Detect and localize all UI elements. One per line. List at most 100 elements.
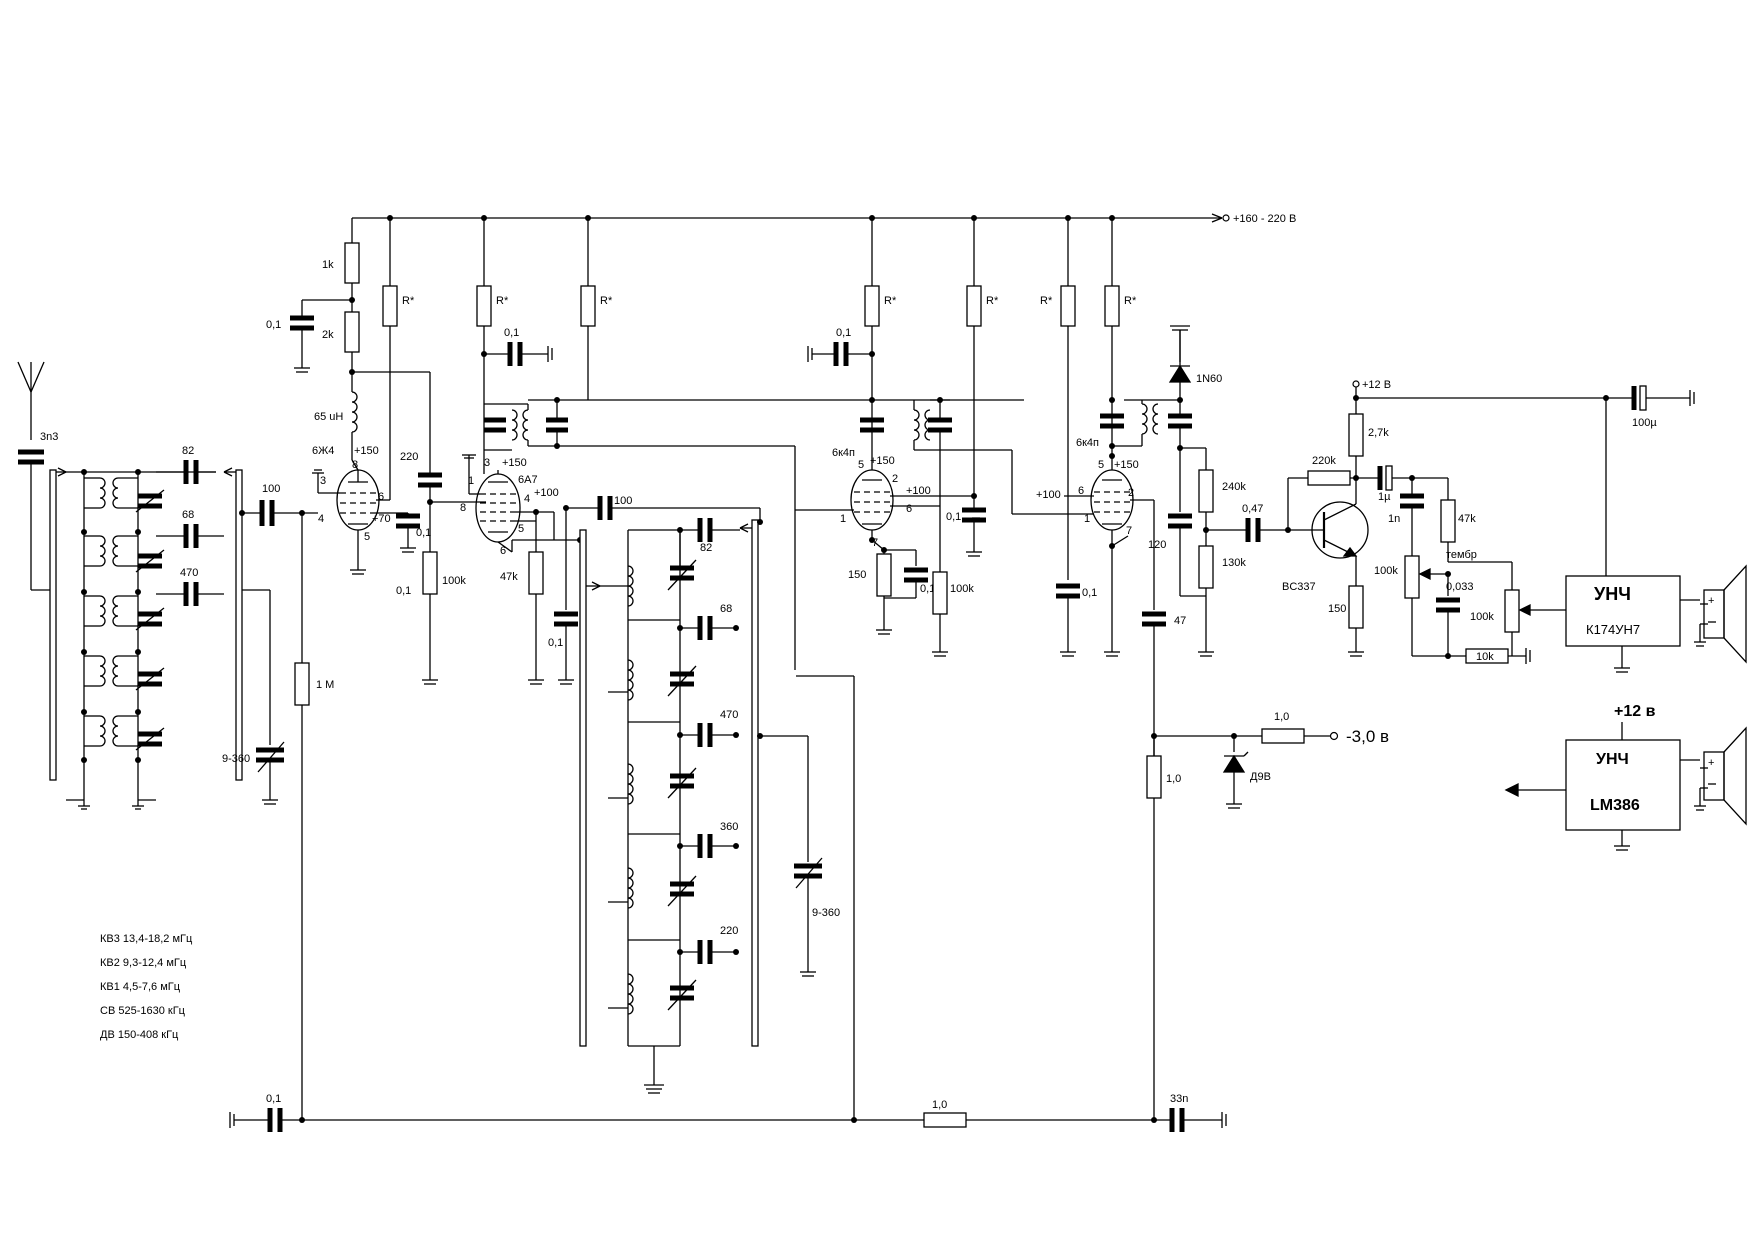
band-legend: КВ3 13,4-18,2 мГц КВ2 9,3-12,4 мГц КВ1 4… [100, 933, 193, 1041]
r-star-label: R* [1040, 295, 1053, 307]
diode-d9v-label: Д9В [1250, 771, 1271, 783]
pin-label: 2 [892, 473, 898, 485]
cap-label: 0,1 [836, 327, 851, 339]
osc-section-1: 68 [627, 530, 739, 640]
cap-label: 0,1 [1082, 587, 1097, 599]
l-65uH-label: 65 uH [314, 411, 343, 423]
amp1-chip: К174УН7 [1586, 622, 1640, 637]
voltage-label: +100 [534, 487, 559, 499]
agc-bus: 0,1 1,0 33n [229, 675, 1227, 1132]
pin-label: 5 [364, 531, 370, 543]
band-kv3: КВ3 13,4-18,2 мГц [100, 933, 193, 945]
coil-section-4 [81, 649, 165, 691]
amp2-title: УНЧ [1596, 751, 1629, 768]
pin-label: 1 [468, 475, 474, 487]
band-kv1: КВ1 4,5-7,6 мГц [100, 981, 181, 993]
band-dv: ДВ 150-408 кГц [100, 1029, 179, 1041]
tube4-circuit: R* 0,1 R* 1N60 240k 130k [1040, 218, 1296, 1120]
tube-6k4p-det-label: 6к4п [1076, 437, 1099, 449]
cap-label: 0,1 [266, 319, 281, 331]
pin-label: 2 [1128, 487, 1134, 499]
speaker-1-icon: + [1694, 564, 1747, 664]
antenna-capacitor: 3n3 [18, 431, 58, 470]
amp2-chip: LM386 [1590, 797, 1640, 814]
r-star-label: R* [496, 295, 509, 307]
variable-cap-9-360-input: 9-360 [222, 741, 285, 805]
r-47k-label: 47k [1458, 513, 1476, 525]
voltage-label: +150 [1114, 459, 1139, 471]
pin-label: 6 [1078, 485, 1084, 497]
tube-6zh4: 6Ж4 8 3 4 6 5 +150 +70 [312, 445, 391, 575]
transistor-stage: +12 В 2,7k 220k BC337 150 1µ 47k [1282, 379, 1695, 664]
amp-k174un7: УНЧ К174УН7 [1565, 575, 1700, 673]
coil-section-2 [81, 529, 165, 573]
oscillator-coil-bank: 82 68 470 [579, 518, 809, 1094]
tube3-circuit: R* 0,1 R* 0,1 150 [807, 218, 1090, 657]
supply-main-label: +160 - 220 В [1233, 213, 1296, 225]
pin-label: 6 [906, 503, 912, 515]
tube-6a7: 6А7 3 +150 1 8 4 +100 5 6 [460, 454, 559, 557]
input-coupling: 100 [239, 483, 318, 745]
antenna-cap-label: 3n3 [40, 431, 58, 443]
coil-section-1 [81, 469, 165, 513]
tube-6zh4-label: 6Ж4 [312, 445, 334, 457]
r-star-label: R* [402, 295, 415, 307]
r-150-label: 150 [1328, 603, 1346, 615]
r-100k-label: 100k [442, 575, 466, 587]
cap-1u-label: 1µ [1378, 491, 1391, 503]
cap-label: 0,1 [396, 585, 411, 597]
cap-label: 0,1 [946, 511, 961, 523]
padding-cap-470: 470 [156, 567, 224, 606]
speaker-2-icon: + [1694, 726, 1747, 826]
voltage-label: +150 [870, 455, 895, 467]
cap-470-label: 470 [180, 567, 198, 579]
r-star-label: R* [986, 295, 999, 307]
tube-6k4p-det: 6к4п 5 +150 2 +100 6 1 7 [1036, 437, 1139, 537]
pin-label: 1 [840, 513, 846, 525]
tube-6k4p-if-label: 6к4п [832, 447, 855, 459]
coil-section-5 [81, 709, 165, 763]
r-star-label: R* [1124, 295, 1137, 307]
cap-100-label: 100 [262, 483, 280, 495]
r-220k-label: 220k [1312, 455, 1336, 467]
r-27k-label: 2,7k [1368, 427, 1389, 439]
cap-label: 470 [720, 709, 738, 721]
cap-68-label: 68 [182, 509, 194, 521]
speaker-polarity: + [1708, 757, 1714, 769]
r-1M-label: 1 M [316, 679, 334, 691]
r-10-label: 1,0 [932, 1099, 947, 1111]
cap-label: 68 [720, 603, 732, 615]
cap-label: 220 [720, 925, 738, 937]
r-100k-label: 100k [1470, 611, 1494, 623]
cap-label: 0,1 [920, 583, 935, 595]
tube1-plate-circuit: 1k 0,1 2k 65 uH R* 0,1 220 [266, 218, 486, 685]
osc-section-3: 360 [608, 763, 739, 858]
cap-33n-label: 33n [1170, 1093, 1188, 1105]
cap-120-label: 120 [1148, 539, 1166, 551]
pin-label: 7 [1126, 525, 1132, 537]
tone-label: тембр [1446, 549, 1477, 561]
r-10-label: 1,0 [1166, 773, 1181, 785]
r-150-label: 150 [848, 569, 866, 581]
pin-label: 8 [460, 502, 466, 514]
r-star-label: R* [600, 295, 613, 307]
r-100k-label: 100k [950, 583, 974, 595]
band-sv: СВ 525-1630 кГц [100, 1005, 186, 1017]
cap-label: 360 [720, 821, 738, 833]
diode-1n60-label: 1N60 [1196, 373, 1222, 385]
bias-line: 1,0 -3,0 в Д9В 1,0 [1146, 711, 1389, 809]
pin-label: 5 [518, 523, 524, 535]
osc-section-4: 220 [608, 867, 739, 964]
pin-label: 4 [318, 513, 324, 525]
r-47k-label: 47k [500, 571, 518, 583]
amp2-supply: +12 в [1614, 703, 1656, 720]
amp-lm386: +12 в УНЧ LM386 [1504, 703, 1700, 851]
padding-cap-82: 82 [156, 445, 216, 484]
variable-cap-9-360-osc: 9-360 [794, 857, 840, 977]
coil-section-3 [81, 589, 165, 631]
voltage-label: +150 [354, 445, 379, 457]
r-2k-label: 2k [322, 329, 334, 341]
r-star-label: R* [884, 295, 897, 307]
cap-47-label: 47 [1174, 615, 1186, 627]
cap-220-label: 220 [400, 451, 418, 463]
